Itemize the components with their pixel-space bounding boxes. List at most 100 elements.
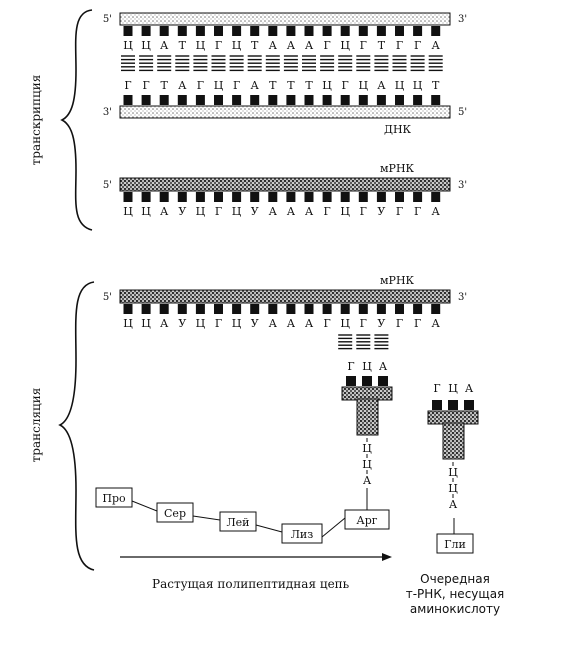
translation-mrna-block-7 [232,304,242,314]
growing-chain-arrowhead [382,553,392,561]
dna-top-base-3: А [160,39,169,52]
dna-bottom-base-11: Т [305,79,313,92]
bound-trna-stem [356,398,379,436]
dna-bottom-base-3: Т [161,79,169,92]
dna-bottom-base-6: Ц [214,79,224,92]
translation-mrna-block-15 [376,304,386,314]
dna-bottom-base-13: Г [342,79,349,92]
translation-mrna-base-1: Ц [123,317,133,330]
growing-chain-label: Растущая полипептидная цепь [152,577,350,591]
dna-bottom-backbone [119,105,451,119]
transcription-mrna-backbone [119,177,451,192]
dna-top-block-7 [232,26,242,36]
translation-mrna-block-1 [123,304,133,314]
dna-bottom-block-18 [431,95,441,105]
dna-top-block-11 [304,26,314,36]
transcription-mrna-base-18: А [432,205,441,218]
dna-top-block-12 [322,26,332,36]
dna-bottom-base-17: Ц [413,79,423,92]
translation-mrna-base-5: Ц [196,317,206,330]
dna-top-block-5 [195,26,205,36]
next-trna-caption: Очередная т-РНК, несущая аминокислоту [395,572,515,617]
translation-mrna-base-8: У [251,317,259,330]
transcription-mrna-block-18 [431,192,441,202]
next-trna-anticodon-block-1 [432,400,442,410]
transcription-mrna-base-12: Г [323,205,330,218]
translation-mrna-base-12: Г [323,317,330,330]
transcription-mrna-base-14: Г [360,205,367,218]
translation-mrna-block-11 [304,304,314,314]
transcription-mrna-block-10 [286,192,296,202]
dna-top-base-9: А [269,39,278,52]
dna-top-base-11: А [305,39,314,52]
dna-top-3-end: 3' [458,14,467,25]
transcription-mrna-base-4: У [178,205,186,218]
next-trna-anticodon-block-2 [448,400,458,410]
transcription-mrna-base-2: Ц [141,205,151,218]
transcription-mrna-base-10: А [287,205,296,218]
transcription-mrna-base-8: У [251,205,259,218]
peptide-amino-acid-3-box [219,511,257,532]
translation-mrna-base-2: Ц [141,317,151,330]
dna-bottom-base-18: Т [432,79,440,92]
dna-top-base-14: Г [360,39,367,52]
transcription-mrna-block-8 [250,192,260,202]
translation-mrna-block-8 [250,304,260,314]
dna-bottom-block-1 [123,95,133,105]
peptide-amino-acid-4: Лиз [291,528,314,541]
transcription-mrna-block-14 [358,192,368,202]
translation-mrna-base-14: Г [360,317,367,330]
translation-mrna-block-4 [177,304,187,314]
dna-top-block-17 [413,26,423,36]
translation-mrna-block-6 [214,304,223,314]
dna-top-base-5: Ц [196,39,206,52]
dna-bottom-block-10 [286,95,296,105]
transcription-brace [60,9,93,231]
amino-acid-arg: Арг [356,514,377,527]
translation-mrna-base-7: Ц [232,317,242,330]
translation-mrna-base-15: У [377,317,385,330]
dna-bottom-base-16: Ц [395,79,405,92]
dna-top-base-8: Т [251,39,259,52]
dna-bottom-5-end: 5' [458,107,467,118]
translation-mrna-label: мРНК [380,274,415,287]
transcription-mrna-label: мРНК [380,162,415,175]
dna-top-base-18: А [432,39,441,52]
dna-bottom-block-12 [322,95,332,105]
transcription-mrna-base-9: А [269,205,278,218]
amino-acid-gly-box [436,533,474,554]
dna-top-base-7: Ц [232,39,242,52]
dna-top-block-6 [214,26,223,36]
dna-bottom-block-9 [268,95,278,105]
transcription-mrna-block-4 [177,192,187,202]
transcription-mrna-base-16: Г [396,205,403,218]
dna-top-block-10 [286,26,296,36]
transcription-mrna-block-11 [304,192,314,202]
dna-bottom-base-7: Г [233,79,240,92]
dna-top-block-2 [141,26,151,36]
dna-bottom-base-10: Т [287,79,295,92]
transcription-label: транскрипция [29,75,43,166]
dna-bottom-base-9: Т [269,79,277,92]
dna-bottom-base-14: Ц [359,79,369,92]
dna-bottom-block-17 [413,95,423,105]
dna-top-base-10: А [287,39,296,52]
dna-bottom-block-11 [304,95,314,105]
transcription-mrna-base-15: У [377,205,385,218]
transcription-mrna-base-1: Ц [123,205,133,218]
next-trna-cca-tail: ЦЦА [448,462,458,511]
dna-top-block-14 [358,26,368,36]
next-trna-anticodon-3: А [465,382,474,395]
dna-bottom-block-7 [232,95,242,105]
dna-top-base-13: Ц [340,39,350,52]
hydrogen-bonds [121,55,443,72]
transcription-mrna-block-9 [268,192,278,202]
